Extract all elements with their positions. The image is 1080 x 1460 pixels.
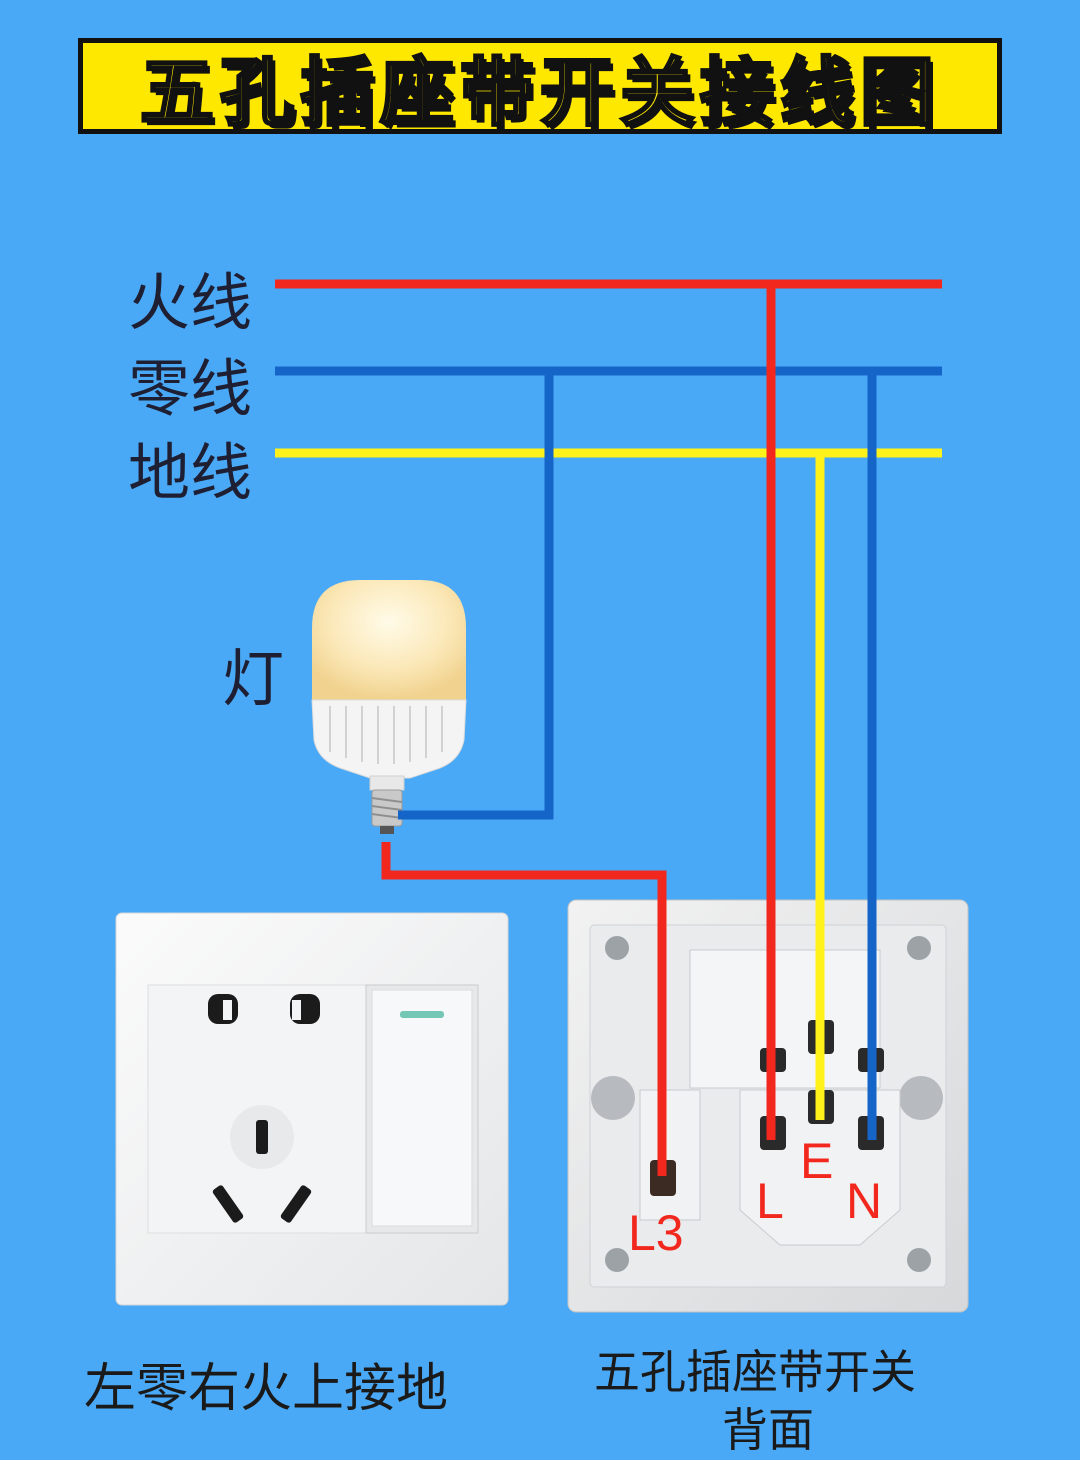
- front-caption: 左零右火上接地: [84, 1359, 449, 1419]
- terminal-label-l: L: [756, 1173, 784, 1229]
- two-pin-holes: [208, 994, 320, 1024]
- light-bulb: [311, 580, 467, 834]
- lamp-switched-live-wire: [381, 842, 667, 1176]
- wiring-diagram: 五孔插座带开关接线图 火线 零线 地线 灯: [78, 38, 1002, 1457]
- ground-wire-label: 地线: [128, 436, 253, 509]
- three-pin-holes: [212, 1105, 312, 1223]
- terminal-label-l3: L3: [628, 1205, 684, 1261]
- neutral-wire-label: 零线: [128, 352, 253, 425]
- socket-front-panel: [115, 912, 509, 1306]
- terminal-label-e: E: [800, 1133, 833, 1189]
- back-caption-line2: 背面: [722, 1403, 814, 1457]
- terminal-label-n: N: [846, 1173, 882, 1229]
- bulb-base: [371, 789, 403, 834]
- page-title: 五孔插座带开关接线图: [139, 48, 940, 137]
- wires: [275, 279, 942, 1176]
- terminal-l3-screw: [650, 1160, 676, 1196]
- lamp-neutral-wire: [398, 371, 554, 820]
- diagram-canvas: L3 L E N: [115, 279, 969, 1313]
- back-caption-line1: 五孔插座带开关: [594, 1345, 916, 1399]
- lamp-label: 灯: [222, 642, 285, 715]
- rocker-switch: [365, 984, 479, 1234]
- title-banner: 五孔插座带开关接线图: [78, 38, 1002, 137]
- live-wire-label: 火线: [128, 266, 253, 339]
